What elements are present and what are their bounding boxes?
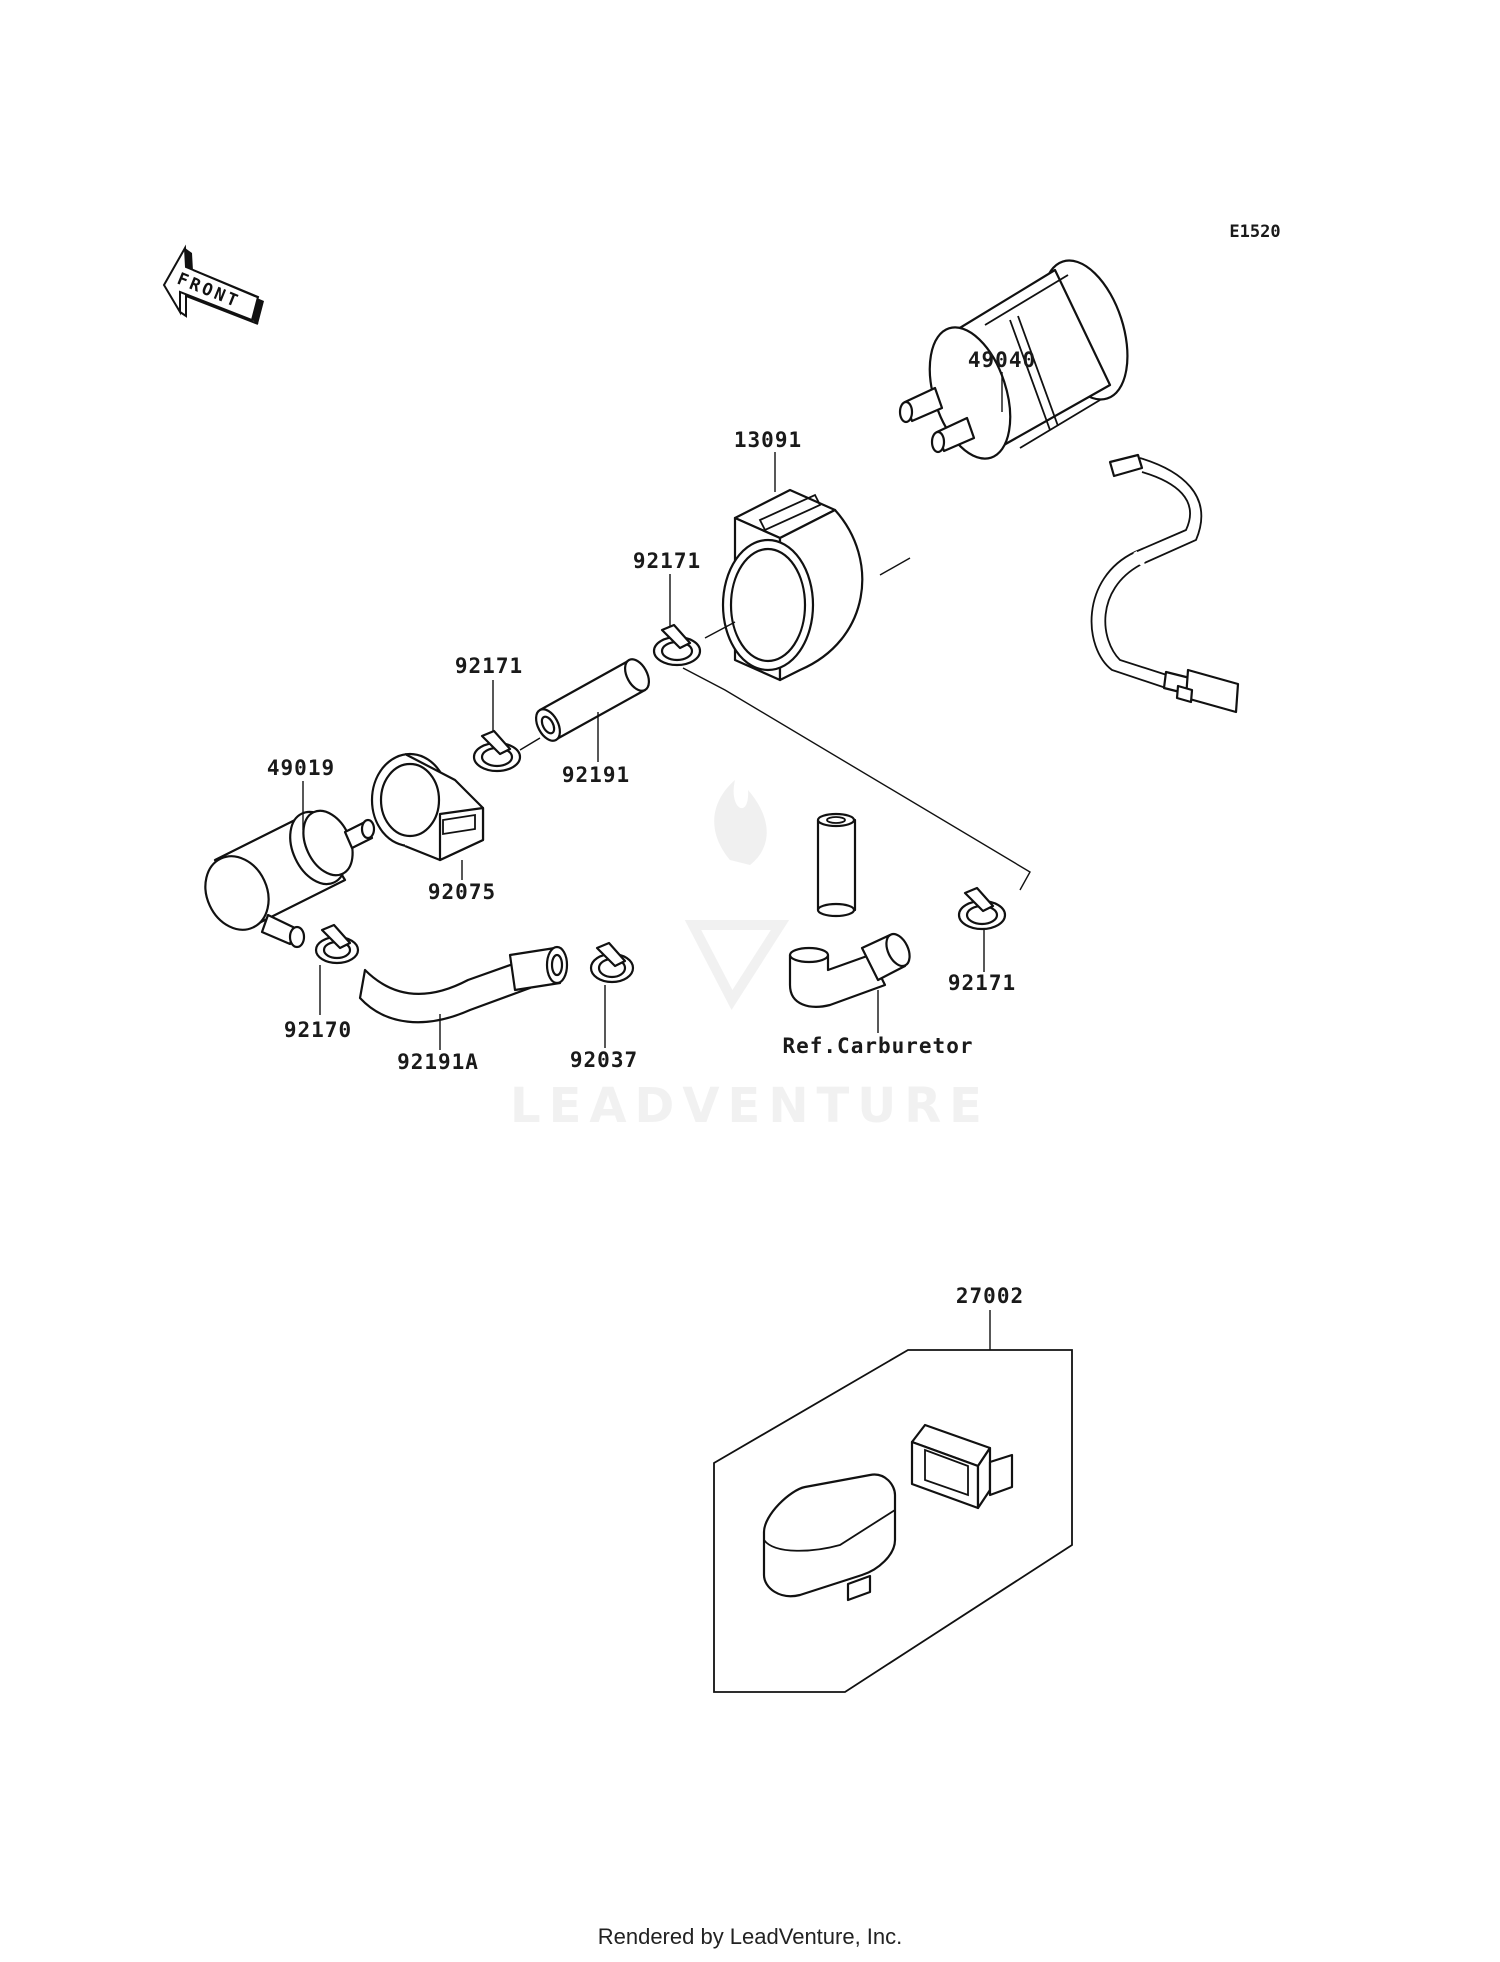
hose-92191[interactable]: [531, 655, 654, 744]
label-92170: 92170: [284, 1018, 352, 1042]
clamp-92170[interactable]: [314, 923, 360, 965]
cushion-92075[interactable]: [370, 752, 485, 862]
front-arrow-icon: FRONT: [162, 244, 264, 325]
clamp-92171-mid[interactable]: [472, 729, 522, 773]
label-92191: 92191: [562, 763, 630, 787]
clamp-92037[interactable]: [589, 941, 635, 984]
label-13091: 13091: [734, 428, 802, 452]
label-ref-carburetor: Ref.Carburetor: [782, 1034, 973, 1058]
label-49019: 49019: [267, 756, 335, 780]
fuel-filter-49019[interactable]: [194, 803, 376, 949]
label-92171-top: 92171: [633, 549, 701, 573]
fuel-pump-49040[interactable]: [898, 250, 1240, 714]
watermark: LEADVENTURE: [510, 780, 990, 1134]
bracket-13091[interactable]: [721, 488, 864, 682]
label-92171-bottom: 92171: [948, 971, 1016, 995]
label-92191A: 92191A: [397, 1050, 479, 1074]
hose-92191A[interactable]: [358, 945, 569, 1024]
watermark-text: LEADVENTURE: [510, 1078, 990, 1134]
clamp-92171-top[interactable]: [652, 623, 702, 667]
ref-carburetor-hoses: [788, 812, 911, 1008]
label-92075: 92075: [428, 880, 496, 904]
footer-credit: Rendered by LeadVenture, Inc.: [597, 1924, 903, 1949]
label-27002: 27002: [956, 1284, 1024, 1308]
connector-kit-27002[interactable]: [713, 1349, 1073, 1693]
diagram-code: E1520: [1229, 222, 1280, 242]
label-92171-mid: 92171: [455, 654, 523, 678]
label-92037: 92037: [570, 1048, 638, 1072]
clamp-92171-bottom[interactable]: [957, 886, 1007, 931]
label-49040: 49040: [968, 348, 1036, 372]
